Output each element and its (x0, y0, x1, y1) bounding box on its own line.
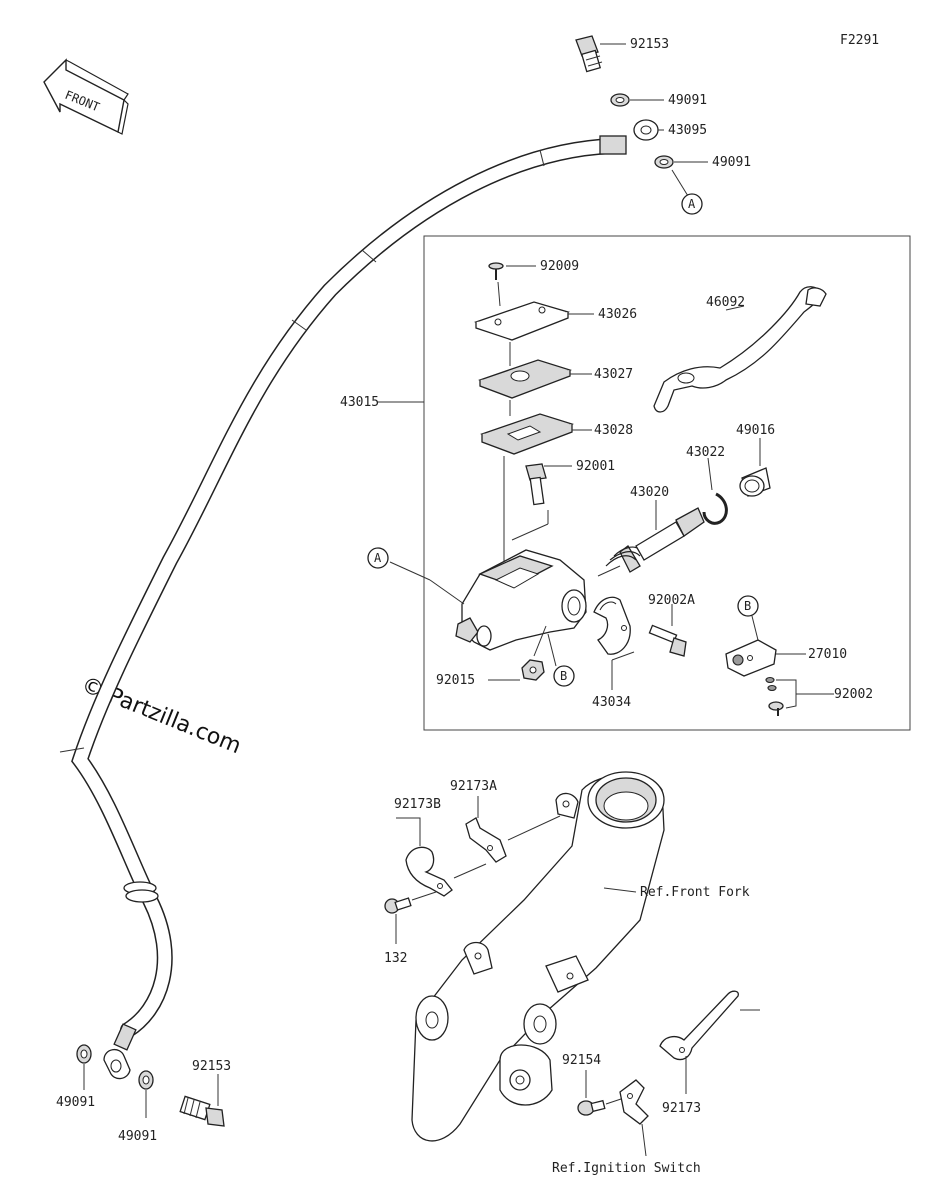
top-washer-2 (654, 155, 708, 197)
label-ignition-ref: Ref.Ignition Switch (552, 1161, 701, 1176)
label-plate: 43027 (594, 367, 633, 382)
label-top-bolt: 92153 (630, 37, 669, 52)
label-group: 43015 (340, 395, 379, 410)
bottom-hose-clamp (659, 990, 760, 1094)
label-bottom-bolt: 92153 (192, 1059, 231, 1074)
label-bottom-clamp: 92173 (662, 1101, 701, 1116)
label-nut: 92015 (436, 673, 475, 688)
brake-hose (59, 135, 627, 1038)
master-cylinder-group-box (423, 235, 911, 731)
brake-light-switch (725, 639, 806, 677)
label-circlip: 43022 (686, 445, 725, 460)
marker-a-top: A (681, 193, 703, 215)
bottom-washer-1 (76, 1044, 92, 1090)
label-switch: 27010 (808, 647, 847, 662)
piston-assembly (597, 500, 705, 577)
pivot-bolt (511, 463, 572, 541)
reservoir-diaphragm (480, 413, 592, 566)
label-diaphragm: 43028 (594, 423, 633, 438)
pivot-nut (488, 625, 547, 681)
bottom-bracket (619, 1079, 649, 1157)
label-screw-cap: 92009 (540, 259, 579, 274)
svg-text:B: B (560, 669, 567, 683)
svg-text:A: A (688, 197, 696, 211)
bottom-washer-2 (138, 1070, 154, 1118)
svg-text:A: A (374, 551, 382, 565)
label-switch-screw: 92002 (834, 687, 873, 702)
label-holder: 43034 (592, 695, 631, 710)
circlip (702, 457, 728, 525)
bottom-screw (577, 1070, 625, 1116)
diagram-code: F2291 (840, 33, 879, 48)
svg-text:B: B (744, 599, 751, 613)
bottom-banjo-bolt (179, 1074, 225, 1127)
reservoir-cap (473, 301, 594, 366)
top-banjo-bolt (575, 35, 626, 73)
label-bushing: 49016 (736, 423, 775, 438)
label-clamp-b: 92173B (394, 797, 441, 812)
lever-bushing (739, 438, 771, 497)
top-banjo-fitting (633, 119, 664, 141)
label-top-washer-1: 49091 (668, 93, 707, 108)
marker-a-mid: A (367, 547, 389, 569)
front-fork (411, 771, 665, 1142)
marker-b-right: B (737, 595, 759, 641)
label-clamp-bolt: 132 (384, 951, 407, 966)
cap-screw (488, 262, 536, 307)
label-bottom-washer-2: 49091 (118, 1129, 157, 1144)
label-cap: 43026 (598, 307, 637, 322)
label-clamp-a: 92173A (450, 779, 497, 794)
top-washer-1 (610, 93, 664, 107)
label-piston: 43020 (630, 485, 669, 500)
hose-clamp-b (396, 817, 487, 901)
switch-screws (765, 676, 834, 716)
hose-clamp-a (465, 796, 561, 863)
holder-bolt (648, 604, 687, 657)
label-pivot-bolt: 92001 (576, 459, 615, 474)
label-top-washer-2: 49091 (712, 155, 751, 170)
master-cylinder-body (389, 549, 587, 651)
front-arrow-icon: FRONT (43, 58, 129, 135)
handlebar-holder (593, 596, 635, 690)
brake-lever (653, 286, 827, 413)
reservoir-plate (478, 359, 592, 416)
bottom-banjo-fitting (103, 1023, 137, 1080)
label-bottom-washer-1: 49091 (56, 1095, 95, 1110)
clamp-bolt (384, 897, 412, 944)
marker-b-mid: B (547, 633, 575, 687)
label-lever: 46092 (706, 295, 745, 310)
label-bottom-screw: 92154 (562, 1053, 601, 1068)
label-banjo-top: 43095 (668, 123, 707, 138)
label-holder-bolt: 92002A (648, 593, 695, 608)
label-fork-ref: Ref.Front Fork (640, 885, 750, 900)
